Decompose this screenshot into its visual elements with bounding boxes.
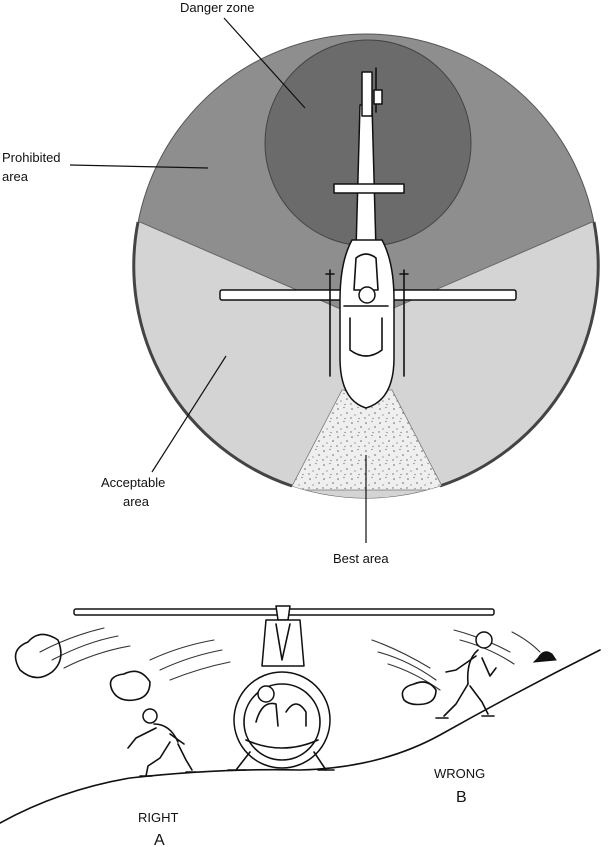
right-letter: A xyxy=(154,832,165,847)
acceptable-area-rim-right xyxy=(439,221,600,488)
danger-zone-label: Danger zone xyxy=(180,0,254,15)
acceptable-area-label-line2: area xyxy=(123,494,150,509)
helicopter-top-view-icon xyxy=(219,67,517,409)
person-crouching-right-icon xyxy=(127,708,197,777)
helicopter-front-view-icon xyxy=(227,619,335,771)
danger-zone-leader xyxy=(223,17,306,109)
right-label: RIGHT xyxy=(138,810,179,825)
acceptable-area-label-line1: Acceptable xyxy=(101,475,165,490)
rotor-wash-right xyxy=(371,629,541,691)
acceptable-area-rim xyxy=(132,221,293,488)
person-walking-wrong-icon xyxy=(435,631,497,719)
best-area-label: Best area xyxy=(333,551,389,566)
dust-cloud xyxy=(14,633,62,679)
wrong-letter: B xyxy=(456,789,467,806)
slope-approach-diagram: RIGHT A WRONG B xyxy=(0,605,601,847)
dust-cloud-right xyxy=(401,681,437,706)
wrong-label: WRONG xyxy=(434,766,485,781)
acceptable-area-leader xyxy=(151,355,227,473)
approach-zones-diagram: Danger zone Prohibited area Acceptable a… xyxy=(2,0,600,566)
rotor-wash-left xyxy=(39,627,231,681)
dust-cloud-small xyxy=(109,670,151,702)
prohibited-area-label-line2: area xyxy=(2,169,29,184)
prohibited-area-label-line1: Prohibited xyxy=(2,150,61,165)
blown-hat-icon xyxy=(532,651,557,663)
slope-ground-line xyxy=(0,649,601,824)
prohibited-area-leader xyxy=(69,164,209,169)
